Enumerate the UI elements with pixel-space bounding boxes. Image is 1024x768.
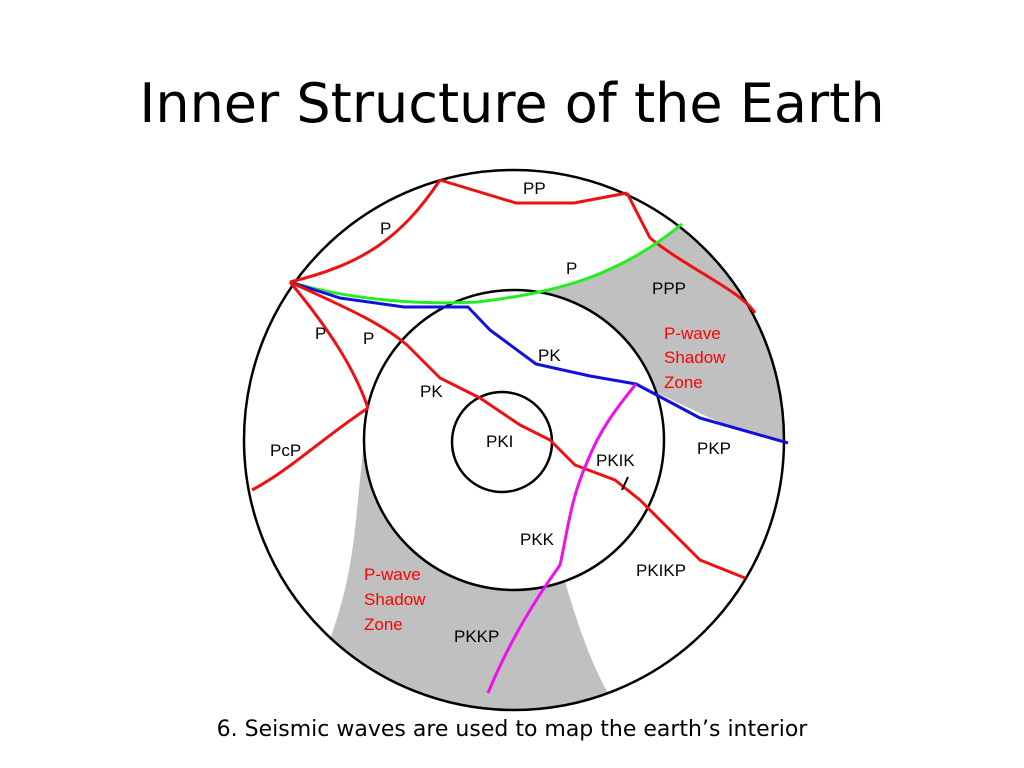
- outer-core-boundary: [362, 288, 666, 592]
- ray-pk-pkp: [289, 280, 789, 445]
- label-p-left: P: [315, 324, 326, 343]
- ray-p-left-to-pcp: [288, 281, 370, 409]
- label-pp: PP: [523, 179, 546, 198]
- svg-text:Zone: Zone: [664, 373, 703, 392]
- label-pk-left: PK: [420, 382, 443, 401]
- ray-pkikp: [289, 280, 746, 580]
- label-pk-upper: PK: [538, 346, 561, 365]
- label-p-left2: P: [363, 329, 374, 348]
- label-pkk: PKK: [520, 530, 555, 549]
- shadow-zone-right-area: [478, 224, 784, 447]
- ray-ppp: [649, 236, 757, 314]
- outer-core-fill: [364, 290, 664, 590]
- svg-text:Shadow: Shadow: [364, 590, 426, 609]
- label-p-upper: P: [380, 219, 391, 238]
- label-ppp: PPP: [652, 279, 686, 298]
- ray-pp-continuation: [625, 192, 652, 239]
- shadow-zone-left-label: P-wave Shadow Zone: [364, 565, 426, 634]
- earth-surface-circle: [242, 168, 786, 712]
- label-pkikp: PKIKP: [636, 561, 686, 580]
- ray-pkk-pkkp: [486, 383, 638, 694]
- slide-caption: 6. Seismic waves are used to map the ear…: [216, 717, 808, 742]
- label-pkik: PKIK: [596, 451, 635, 470]
- pkik-pointer: [621, 476, 629, 491]
- shadow-zone-right-label: P-wave Shadow Zone: [664, 324, 726, 392]
- svg-text:P-wave: P-wave: [664, 324, 721, 343]
- label-pkp: PKP: [697, 439, 731, 458]
- ray-pp: [439, 178, 628, 205]
- svg-text:P-wave: P-wave: [364, 565, 421, 584]
- slide-title: Inner Structure of the Earth: [139, 72, 885, 135]
- ray-p-green: [289, 222, 683, 305]
- ray-pcp: [251, 406, 369, 492]
- label-pkkp: PKKP: [454, 627, 499, 646]
- label-pki: PKI: [486, 432, 513, 451]
- svg-text:Shadow: Shadow: [664, 348, 726, 367]
- label-p-green: P: [566, 259, 577, 278]
- label-pcp: PcP: [270, 441, 301, 460]
- svg-text:Zone: Zone: [364, 615, 403, 634]
- ray-p-upper: [289, 179, 442, 284]
